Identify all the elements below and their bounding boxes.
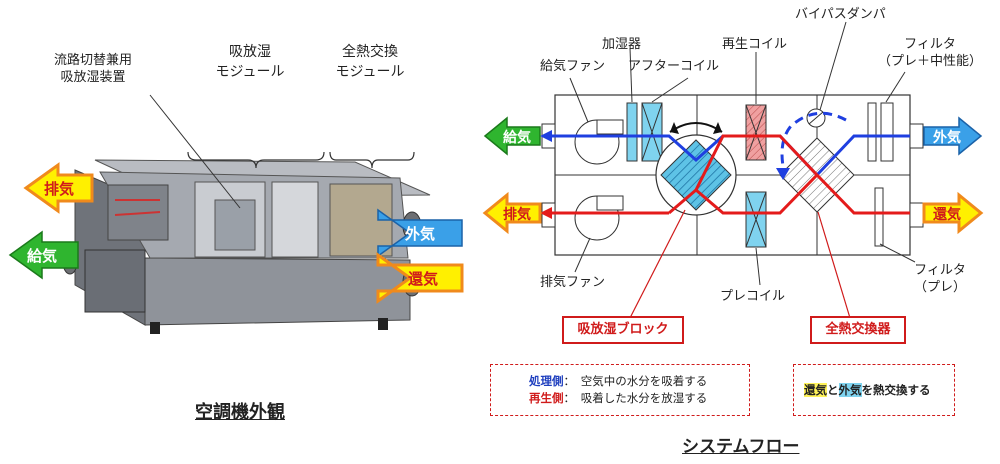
brace-heat <box>329 151 415 169</box>
device-callout-line2: 吸放湿装置 <box>60 70 126 85</box>
right-supply-arrow <box>483 116 541 156</box>
right-supply-label: 給気 <box>503 130 531 146</box>
system-flow-diagram <box>482 21 984 319</box>
pre-coil-label: プレコイル <box>720 289 786 304</box>
moist-block-box: 吸放湿ブロック <box>562 316 684 344</box>
supply-fan-shape <box>574 119 624 165</box>
bypass-damper-label: バイパスダンパ <box>795 7 886 22</box>
filter-pre-mid-b <box>880 102 894 162</box>
right-return-arrow <box>922 191 984 235</box>
heat-module-line2: モジュール <box>335 64 405 80</box>
process-side-note: 処理側： 空気中の水分を吸着する <box>529 373 707 390</box>
heat-exchanger-leader <box>817 211 851 319</box>
filter-pre-mid-a <box>867 102 877 162</box>
hx-outdoor-word: 外気 <box>838 383 862 397</box>
exhaust-flow-line <box>694 134 910 215</box>
right-exhaust-label: 排気 <box>503 207 531 223</box>
filter-pre-mid-label: フィルタ （プレ＋中性能） <box>870 36 990 70</box>
left-exhaust-arrow <box>23 162 94 214</box>
ahu-exterior-illustration <box>8 94 464 334</box>
hx-note: 還気と外気を熱交換する <box>804 382 931 399</box>
regen-coil-label: 再生コイル <box>722 37 788 52</box>
regen-side-note: 再生側： 吸着した水分を放湿する <box>529 390 707 407</box>
humidifier-shape <box>626 102 638 162</box>
left-supply-arrow <box>8 230 79 280</box>
filter-pre-mid-line1: フィルタ <box>904 37 956 52</box>
moist-module-core <box>214 199 256 251</box>
moist-block-leader <box>629 209 686 319</box>
hx-note-box: 還気と外気を熱交換する <box>793 364 955 416</box>
heat-exchanger-box: 全熱交換器 <box>810 316 906 344</box>
device-callout-line1: 流路切替兼用 <box>53 53 132 68</box>
left-outdoor-label: 外気 <box>405 225 436 243</box>
humidifier-label: 加湿器 <box>602 37 642 52</box>
left-return-arrow <box>376 252 464 304</box>
module-frame <box>271 181 319 258</box>
right-outdoor-label: 外気 <box>933 130 961 146</box>
moist-module-callout: 吸放湿 モジュール <box>190 42 310 82</box>
left-exhaust-label: 排気 <box>44 180 75 198</box>
filter-pre-line2: （プレ） <box>913 280 966 295</box>
right-return-label: 還気 <box>933 207 961 223</box>
exhaust-fan-shape <box>574 195 624 241</box>
regen-side-label: 再生側 <box>529 391 564 405</box>
filter-pre-shape <box>874 187 884 247</box>
ahu-front-face <box>144 257 411 326</box>
left-caption: 空調機外観 <box>195 402 285 423</box>
right-caption: システムフロー <box>682 437 800 457</box>
supply-fan-label: 給気ファン <box>540 59 606 74</box>
filter-pre-line1: フィルタ <box>914 263 966 278</box>
left-return-label: 還気 <box>408 270 439 288</box>
heat-module-callout: 全熱交換 モジュール <box>310 42 430 82</box>
after-coil-label: アフターコイル <box>628 59 720 74</box>
right-outdoor-arrow <box>923 116 983 156</box>
fan-housing <box>84 249 146 313</box>
moist-module-line2: モジュール <box>215 64 285 80</box>
exhaust-fan-label: 排気ファン <box>540 275 606 290</box>
right-exhaust-arrow <box>482 191 542 235</box>
process-side-label: 処理側 <box>529 374 564 388</box>
moist-note-box: 処理側： 空気中の水分を吸着する 再生側： 吸着した水分を放湿する <box>490 364 750 416</box>
moist-module-line1: 吸放湿 <box>229 44 271 60</box>
left-supply-label: 給気 <box>27 247 58 265</box>
hx-and-word: と <box>827 383 839 397</box>
device-callout: 流路切替兼用 吸放湿装置 <box>18 52 168 86</box>
regen-side-text: ： 吸着した水分を放湿する <box>563 391 708 405</box>
filter-pre-label: フィルタ （プレ） <box>900 262 980 296</box>
brace-moist <box>187 151 325 169</box>
bypass-dashed-path <box>780 111 847 167</box>
heat-module-line1: 全熱交換 <box>342 44 398 60</box>
hx-return-word: 還気 <box>804 383 827 397</box>
filter-pre-mid-line2: （プレ＋中性能） <box>877 54 982 69</box>
process-side-text: ： 空気中の水分を吸着する <box>563 374 708 388</box>
hx-note-text: を熱交換する <box>861 383 931 397</box>
device-leader <box>149 94 241 209</box>
